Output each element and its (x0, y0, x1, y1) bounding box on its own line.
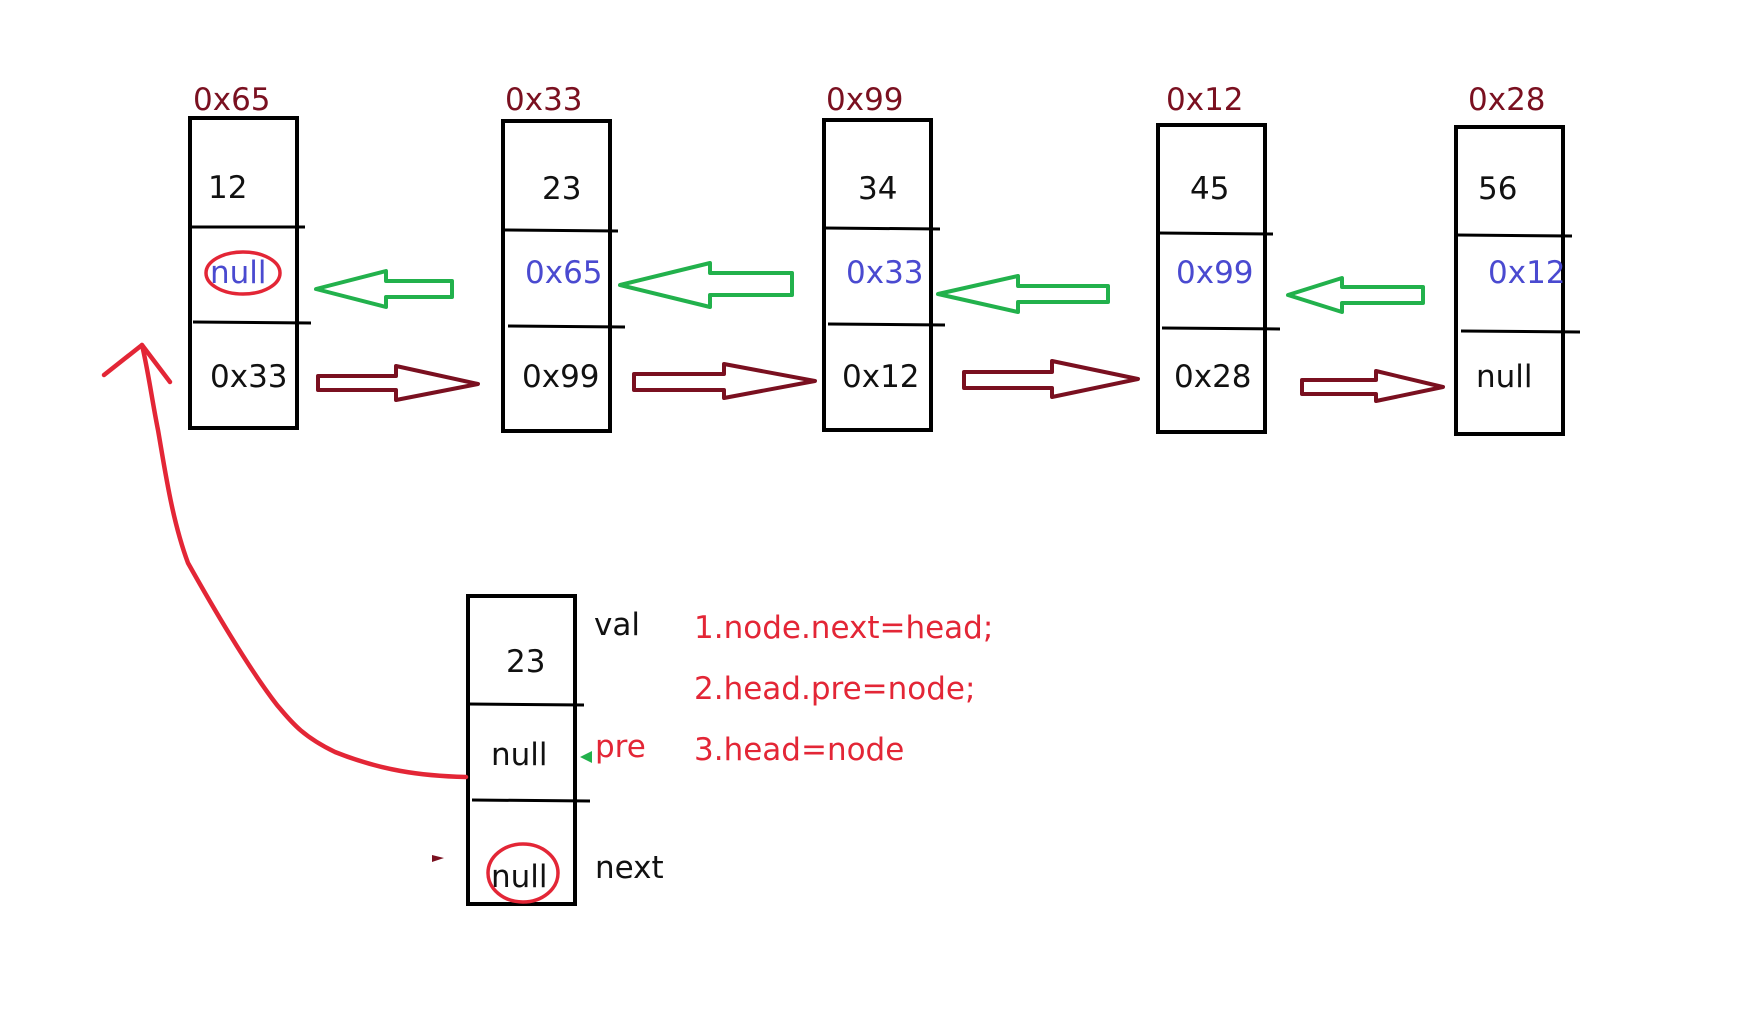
node-1-pre-circle (204, 250, 282, 296)
node-5-pre: 0x12 (1488, 255, 1566, 291)
node-3-divider-2 (827, 322, 946, 327)
node-2-box (501, 119, 612, 433)
node-5-divider-1 (1455, 233, 1573, 238)
next-arrow-3 (962, 359, 1140, 399)
new-node-next-circle (486, 842, 560, 904)
pre-arrow-1 (314, 269, 454, 309)
list-node-4: 0x12 45 0x99 0x28 (1156, 82, 1281, 434)
new-node-next: null (491, 859, 548, 895)
pre-arrow-4 (1286, 276, 1425, 314)
node-4-pre: 0x99 (1176, 255, 1254, 291)
new-node-pre: null (491, 737, 548, 773)
node-4-divider-2 (1161, 326, 1281, 331)
node-4-next: 0x28 (1174, 359, 1252, 395)
node-5-box (1454, 125, 1565, 436)
node-2-divider-2 (507, 324, 626, 329)
node-1-next: 0x33 (210, 359, 288, 395)
node-4-val: 45 (1190, 171, 1229, 207)
next-arrow-1 (316, 364, 480, 402)
node-1-pre: null (210, 255, 267, 291)
node-2-next: 0x99 (522, 359, 600, 395)
node-2-divider-1 (502, 228, 619, 233)
new-node-val-label: val (594, 607, 640, 643)
node-3-box (822, 118, 933, 432)
new-node: 23 null null val pre next (432, 594, 664, 906)
node-4-address: 0x12 (1166, 82, 1244, 118)
node-3-next: 0x12 (842, 359, 920, 395)
new-node-box (466, 594, 577, 906)
node-3-divider-1 (823, 226, 941, 231)
node-1-box (188, 116, 299, 430)
step-3: 3.head=node (694, 732, 904, 768)
new-node-val: 23 (506, 644, 545, 680)
list-node-3: 0x99 34 0x33 0x12 (822, 82, 946, 432)
list-node-5: 0x28 56 0x12 null (1454, 82, 1581, 436)
node-5-val: 56 (1478, 171, 1517, 207)
node-3-pre: 0x33 (846, 255, 924, 291)
node-2-address: 0x33 (505, 82, 583, 118)
pre-pointer-mark (580, 751, 592, 763)
next-arrow-4 (1300, 369, 1445, 403)
node-1-address: 0x65 (193, 82, 271, 118)
new-node-divider-1 (467, 702, 585, 707)
node-1-val: 12 (208, 170, 247, 206)
node-4-divider-1 (1157, 231, 1274, 236)
step-1: 1.node.next=head; (694, 610, 993, 646)
node-2-pre: 0x65 (525, 255, 603, 291)
node-2-val: 23 (542, 171, 581, 207)
new-node-pre-label: pre (595, 729, 646, 765)
next-pointer-mark (432, 855, 444, 862)
node-5-address: 0x28 (1468, 82, 1546, 118)
step-list: 1.node.next=head; 2.head.pre=node; 3.hea… (694, 610, 993, 768)
node-3-address: 0x99 (826, 82, 904, 118)
new-next-to-head-arrowhead (101, 342, 173, 385)
node-3-val: 34 (858, 171, 897, 207)
new-next-to-head-arrow (139, 342, 469, 780)
node-4-box (1156, 123, 1267, 434)
new-node-next-label: next (595, 850, 664, 886)
list-node-2: 0x33 23 0x65 0x99 (501, 82, 626, 433)
pre-arrow-3 (936, 274, 1110, 314)
pre-arrow-2 (618, 261, 794, 309)
node-5-divider-2 (1460, 329, 1581, 334)
node-5-next: null (1476, 359, 1533, 395)
next-arrow-2 (632, 362, 817, 400)
new-node-divider-2 (471, 798, 591, 803)
list-node-1: 0x65 12 null 0x33 (188, 82, 312, 430)
step-2: 2.head.pre=node; (694, 671, 975, 707)
node-1-divider-2 (192, 320, 312, 325)
